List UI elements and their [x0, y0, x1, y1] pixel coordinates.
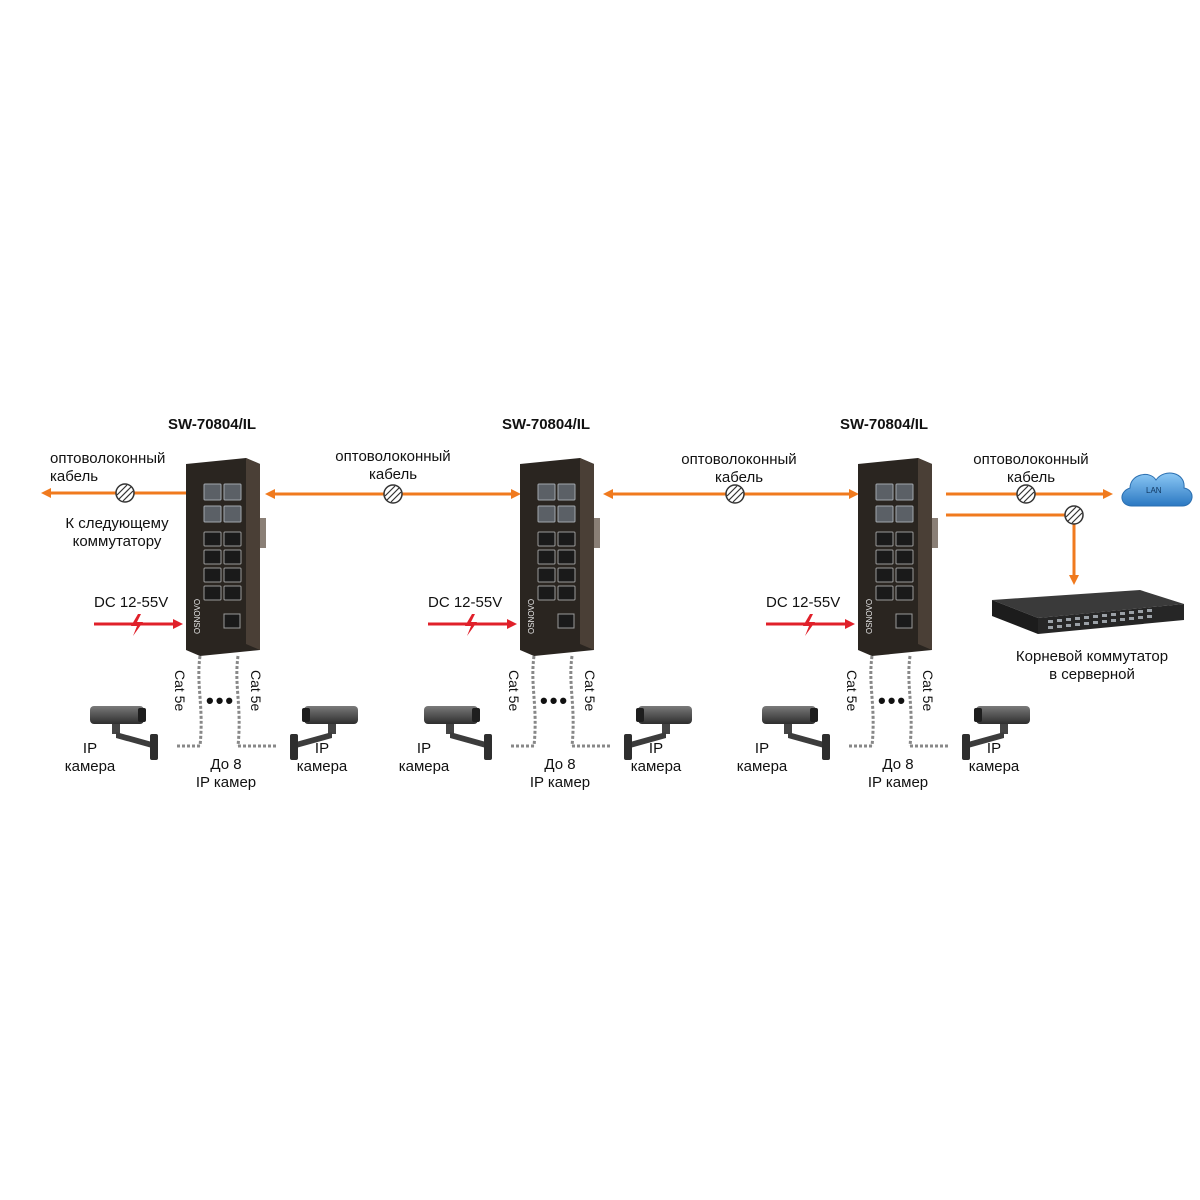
root-switch-icon	[992, 590, 1184, 634]
camera-label-left: IP камера	[736, 740, 788, 775]
din-rail-clip	[594, 518, 600, 548]
brand-logo: OSNOVO	[527, 599, 536, 634]
console-port	[895, 613, 913, 629]
fiber-link-root-switch	[946, 513, 1079, 585]
sfp-port	[557, 505, 576, 523]
rj45-port	[875, 549, 894, 565]
rj45-port	[557, 531, 576, 547]
lightning-icon	[465, 614, 477, 636]
twisted-pair-cable	[531, 655, 537, 747]
sfp-port	[537, 483, 556, 501]
lan-cloud-icon	[1121, 472, 1193, 507]
cat-label-right: Cat 5e	[920, 670, 936, 712]
rj45-port	[557, 585, 576, 601]
twisted-pair-cable	[907, 655, 913, 747]
sfp-port	[203, 483, 222, 501]
cable-cross-section-icon	[115, 483, 135, 503]
sfp-port	[557, 483, 576, 501]
rj45-port	[875, 567, 894, 583]
twisted-pair-cable	[235, 655, 241, 747]
rj45-port	[537, 567, 556, 583]
cat-label-left: Cat 5e	[844, 670, 860, 712]
camera-label-right: IP камера	[296, 740, 348, 775]
power-label: DC 12-55V	[428, 594, 503, 611]
sfp-port	[223, 483, 242, 501]
rj45-port	[537, 549, 556, 565]
camera-count-label: До 8 IP камер	[529, 756, 591, 791]
rj45-port	[203, 531, 222, 547]
rj45-port	[223, 531, 242, 547]
rj45-port	[203, 567, 222, 583]
din-rail-clip	[260, 518, 266, 548]
fiber-label-1-2: оптоволоконный кабель	[335, 448, 451, 483]
lan-label: LAN	[1146, 486, 1162, 495]
sfp-port	[895, 483, 914, 501]
cat-label-left: Cat 5e	[506, 670, 522, 712]
rj45-port	[557, 567, 576, 583]
brand-logo: OSNOVO	[193, 599, 202, 634]
power-label: DC 12-55V	[766, 594, 841, 611]
rj45-port	[537, 585, 556, 601]
din-rail-clip	[932, 518, 938, 548]
rj45-port	[537, 531, 556, 547]
ellipsis-icon: •••	[206, 688, 236, 713]
switch-model-label: SW-70804/IL	[502, 416, 591, 433]
sfp-port	[895, 505, 914, 523]
cat-label-right: Cat 5e	[248, 670, 264, 712]
camera-count-label: До 8 IP камер	[195, 756, 257, 791]
rj45-port	[895, 567, 914, 583]
camera-label-left: IP камера	[64, 740, 116, 775]
sfp-port	[875, 483, 894, 501]
switch-model-label: SW-70804/IL	[840, 416, 929, 433]
cable-cross-section-icon	[1016, 484, 1036, 504]
twisted-pair-cable	[197, 655, 203, 747]
rj45-port	[895, 549, 914, 565]
switch-unit: OSNOVO	[762, 458, 1030, 760]
fiber-label-next-switch: оптоволоконный кабель	[50, 450, 166, 485]
camera-label-right: IP камера	[968, 740, 1020, 775]
camera-count-label: До 8 IP камер	[867, 756, 929, 791]
ellipsis-icon: •••	[878, 688, 908, 713]
cable-cross-section-icon	[725, 484, 745, 504]
lightning-icon	[803, 614, 815, 636]
rj45-port	[203, 585, 222, 601]
fiber-label-2-3: оптоволоконный кабель	[681, 451, 797, 486]
rj45-port	[223, 585, 242, 601]
rj45-port	[875, 585, 894, 601]
cat-label-left: Cat 5e	[172, 670, 188, 712]
sfp-port	[875, 505, 894, 523]
console-port	[223, 613, 241, 629]
fiber-label-lan: оптоволоконный кабель	[973, 451, 1089, 486]
switch-unit: OSNOVO	[424, 458, 692, 760]
fiber-cable-icons	[115, 483, 1084, 525]
rj45-port	[223, 549, 242, 565]
sfp-port	[223, 505, 242, 523]
switch-model-label: SW-70804/IL	[168, 416, 257, 433]
cable-cross-section-icon	[1064, 505, 1084, 525]
sfp-port	[537, 505, 556, 523]
brand-logo: OSNOVO	[865, 599, 874, 634]
next-switch-label: К следующему коммутатору	[65, 515, 169, 550]
cat-label-right: Cat 5e	[582, 670, 598, 712]
cable-cross-section-icon	[383, 484, 403, 504]
rj45-port	[875, 531, 894, 547]
ellipsis-icon: •••	[540, 688, 570, 713]
sfp-port	[203, 505, 222, 523]
console-port	[557, 613, 575, 629]
lightning-icon	[131, 614, 143, 636]
switch-unit: OSNOVO	[90, 458, 358, 760]
rj45-port	[223, 567, 242, 583]
switches: OSNOVO OSNOVO OSNOVO	[90, 458, 1030, 760]
rj45-port	[557, 549, 576, 565]
rj45-port	[895, 531, 914, 547]
camera-label-right: IP камера	[630, 740, 682, 775]
twisted-pair-cable	[569, 655, 575, 747]
rj45-port	[203, 549, 222, 565]
power-label: DC 12-55V	[94, 594, 169, 611]
camera-label-left: IP камера	[398, 740, 450, 775]
twisted-pair-cable	[869, 655, 875, 747]
root-switch-label: Корневой коммутатор в серверной	[1015, 648, 1169, 683]
rj45-port	[895, 585, 914, 601]
